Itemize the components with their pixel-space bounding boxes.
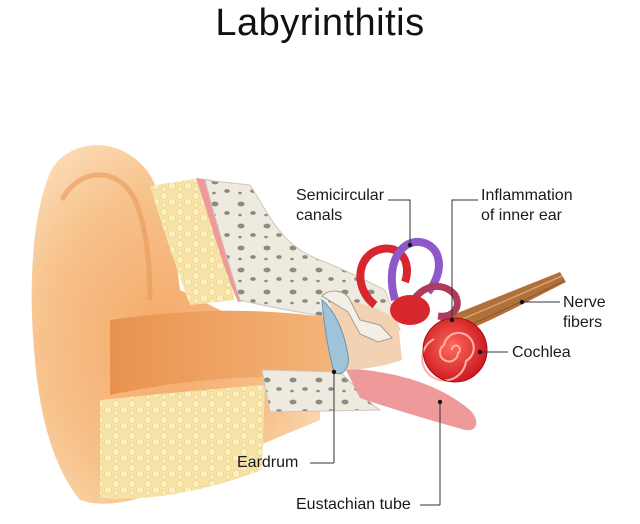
label-nerve-line1: Nerve: [563, 294, 606, 311]
label-eustachian-tube: Eustachian tube: [296, 496, 411, 513]
diagram-title: Labyrinthitis: [215, 2, 425, 44]
label-nerve-fibers: Nerve fibers: [563, 293, 606, 333]
eardrum: [321, 298, 349, 375]
label-nerve-line2: fibers: [563, 314, 603, 331]
label-inflammation: Inflammation of inner ear: [481, 186, 573, 226]
cochlea: [421, 317, 488, 383]
eustachian-tube: [345, 368, 477, 431]
label-eardrum: Eardrum: [237, 454, 299, 471]
lower-tissue: [100, 385, 265, 499]
label-inflammation-line1: Inflammation: [481, 187, 573, 204]
label-cochlea: Cochlea: [512, 344, 571, 361]
leader-lines: [310, 199, 560, 506]
label-semicircular-line2: canals: [296, 207, 343, 224]
semicircular-canals: [356, 237, 461, 325]
upper-tissue: [150, 178, 235, 305]
label-inflammation-line2: of inner ear: [481, 207, 562, 224]
label-semicircular-canals: Semicircular canals: [296, 186, 384, 226]
ossicles: [321, 290, 393, 343]
label-semicircular-line1: Semicircular: [296, 187, 385, 204]
